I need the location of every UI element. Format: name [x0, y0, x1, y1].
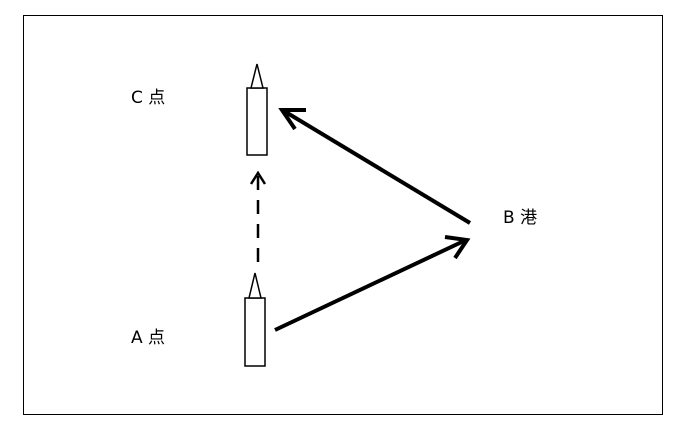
dashed-route-a-to-c [249, 170, 267, 262]
point-c-label: C 点 [131, 88, 166, 108]
route-a-to-b-arrow [274, 235, 471, 332]
route-b-to-c-arrow [278, 108, 472, 225]
ship-c-icon [246, 63, 268, 156]
point-a-label: A 点 [131, 328, 166, 348]
ship-a-icon [244, 272, 266, 367]
port-b-label: B 港 [503, 208, 538, 228]
diagram-frame [23, 15, 663, 415]
